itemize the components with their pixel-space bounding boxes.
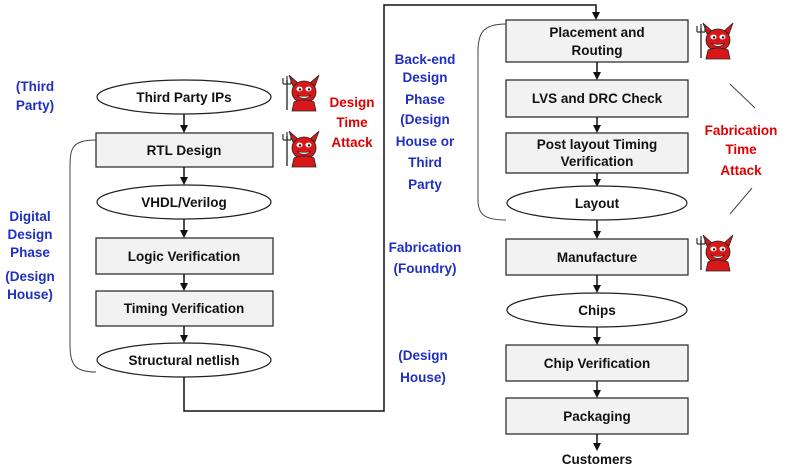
placement-routing-label-2: Routing — [572, 43, 623, 58]
backend-phase-bracket — [477, 23, 507, 221]
layout-node: Layout — [506, 185, 688, 221]
fabrication-foundry-label: Fabrication (Foundry) — [389, 240, 462, 276]
svg-text:(Design: (Design — [5, 269, 55, 284]
devil-icon — [282, 74, 320, 112]
lvs-drc-label: LVS and DRC Check — [532, 91, 663, 106]
design-time-attack-label: Design Time Attack — [329, 95, 374, 150]
post-layout-timing-label-1: Post layout Timing — [537, 137, 658, 152]
svg-text:(Third: (Third — [16, 79, 54, 94]
svg-text:Back-end: Back-end — [395, 52, 456, 67]
digital-phase-bracket — [69, 139, 97, 373]
devil-icon — [282, 130, 320, 168]
svg-text:Fabrication: Fabrication — [705, 123, 778, 138]
design-house-label: (Design House) — [398, 348, 448, 385]
svg-text:House or: House or — [396, 134, 455, 149]
timing-verification-node: Timing Verification — [95, 290, 274, 327]
customers-label: Customers — [562, 452, 633, 467]
third-party-label: (Third Party) — [16, 79, 54, 113]
devil-icon — [696, 234, 734, 272]
svg-text:Party: Party — [408, 177, 442, 192]
vhdl-verilog-label: VHDL/Verilog — [141, 195, 227, 210]
svg-text:Digital: Digital — [9, 209, 50, 224]
rtl-design-label: RTL Design — [147, 143, 222, 158]
svg-text:Time: Time — [336, 115, 368, 130]
svg-text:(Foundry): (Foundry) — [394, 261, 457, 276]
svg-text:Design: Design — [7, 227, 52, 242]
chip-verification-node: Chip Verification — [505, 344, 689, 382]
rtl-design-node: RTL Design — [95, 132, 274, 168]
fabrication-attack-line-top — [729, 83, 756, 109]
svg-text:Phase: Phase — [405, 92, 445, 107]
third-party-ips-node: Third Party IPs — [96, 79, 272, 115]
lvs-drc-node: LVS and DRC Check — [505, 79, 689, 118]
svg-text:Party): Party) — [16, 98, 54, 113]
chips-label: Chips — [578, 303, 616, 318]
svg-text:Attack: Attack — [331, 135, 373, 150]
packaging-label: Packaging — [563, 409, 631, 424]
logic-verification-label: Logic Verification — [128, 249, 241, 264]
layout-label: Layout — [575, 196, 620, 211]
svg-text:Third: Third — [408, 155, 442, 170]
chips-node: Chips — [506, 292, 688, 328]
vhdl-verilog-node: VHDL/Verilog — [96, 184, 272, 220]
structural-netlist-label: Structural netlish — [128, 353, 239, 368]
connector-arrow — [183, 4, 600, 412]
manufacture-node: Manufacture — [505, 238, 689, 276]
structural-netlist-node: Structural netlish — [96, 342, 272, 378]
logic-verification-node: Logic Verification — [95, 237, 274, 275]
fabrication-time-attack-label: Fabrication Time Attack — [705, 123, 778, 178]
placement-routing-label-1: Placement and — [549, 25, 644, 40]
svg-text:Attack: Attack — [720, 163, 762, 178]
placement-routing-node: Placement and Routing — [505, 19, 689, 63]
svg-text:House): House) — [7, 287, 53, 302]
backend-design-phase-label: Back-end Design Phase (Design House or T… — [395, 52, 456, 192]
svg-text:Design: Design — [329, 95, 374, 110]
svg-text:(Design: (Design — [400, 112, 450, 127]
post-layout-timing-label-2: Verification — [561, 154, 634, 169]
fabrication-attack-line-bottom — [729, 187, 753, 215]
third-party-ips-label: Third Party IPs — [136, 90, 231, 105]
digital-design-phase-label: Digital Design Phase (Design House) — [5, 209, 55, 302]
svg-text:House): House) — [400, 370, 446, 385]
svg-text:Phase: Phase — [10, 245, 50, 260]
devil-icon — [696, 22, 734, 60]
svg-text:(Design: (Design — [398, 348, 448, 363]
svg-text:Design: Design — [402, 70, 447, 85]
svg-text:Fabrication: Fabrication — [389, 240, 462, 255]
manufacture-label: Manufacture — [557, 250, 638, 265]
post-layout-timing-node: Post layout Timing Verification — [505, 132, 689, 174]
packaging-node: Packaging — [505, 397, 689, 435]
timing-verification-label: Timing Verification — [124, 301, 245, 316]
svg-text:Time: Time — [725, 142, 757, 157]
chip-verification-label: Chip Verification — [544, 356, 651, 371]
